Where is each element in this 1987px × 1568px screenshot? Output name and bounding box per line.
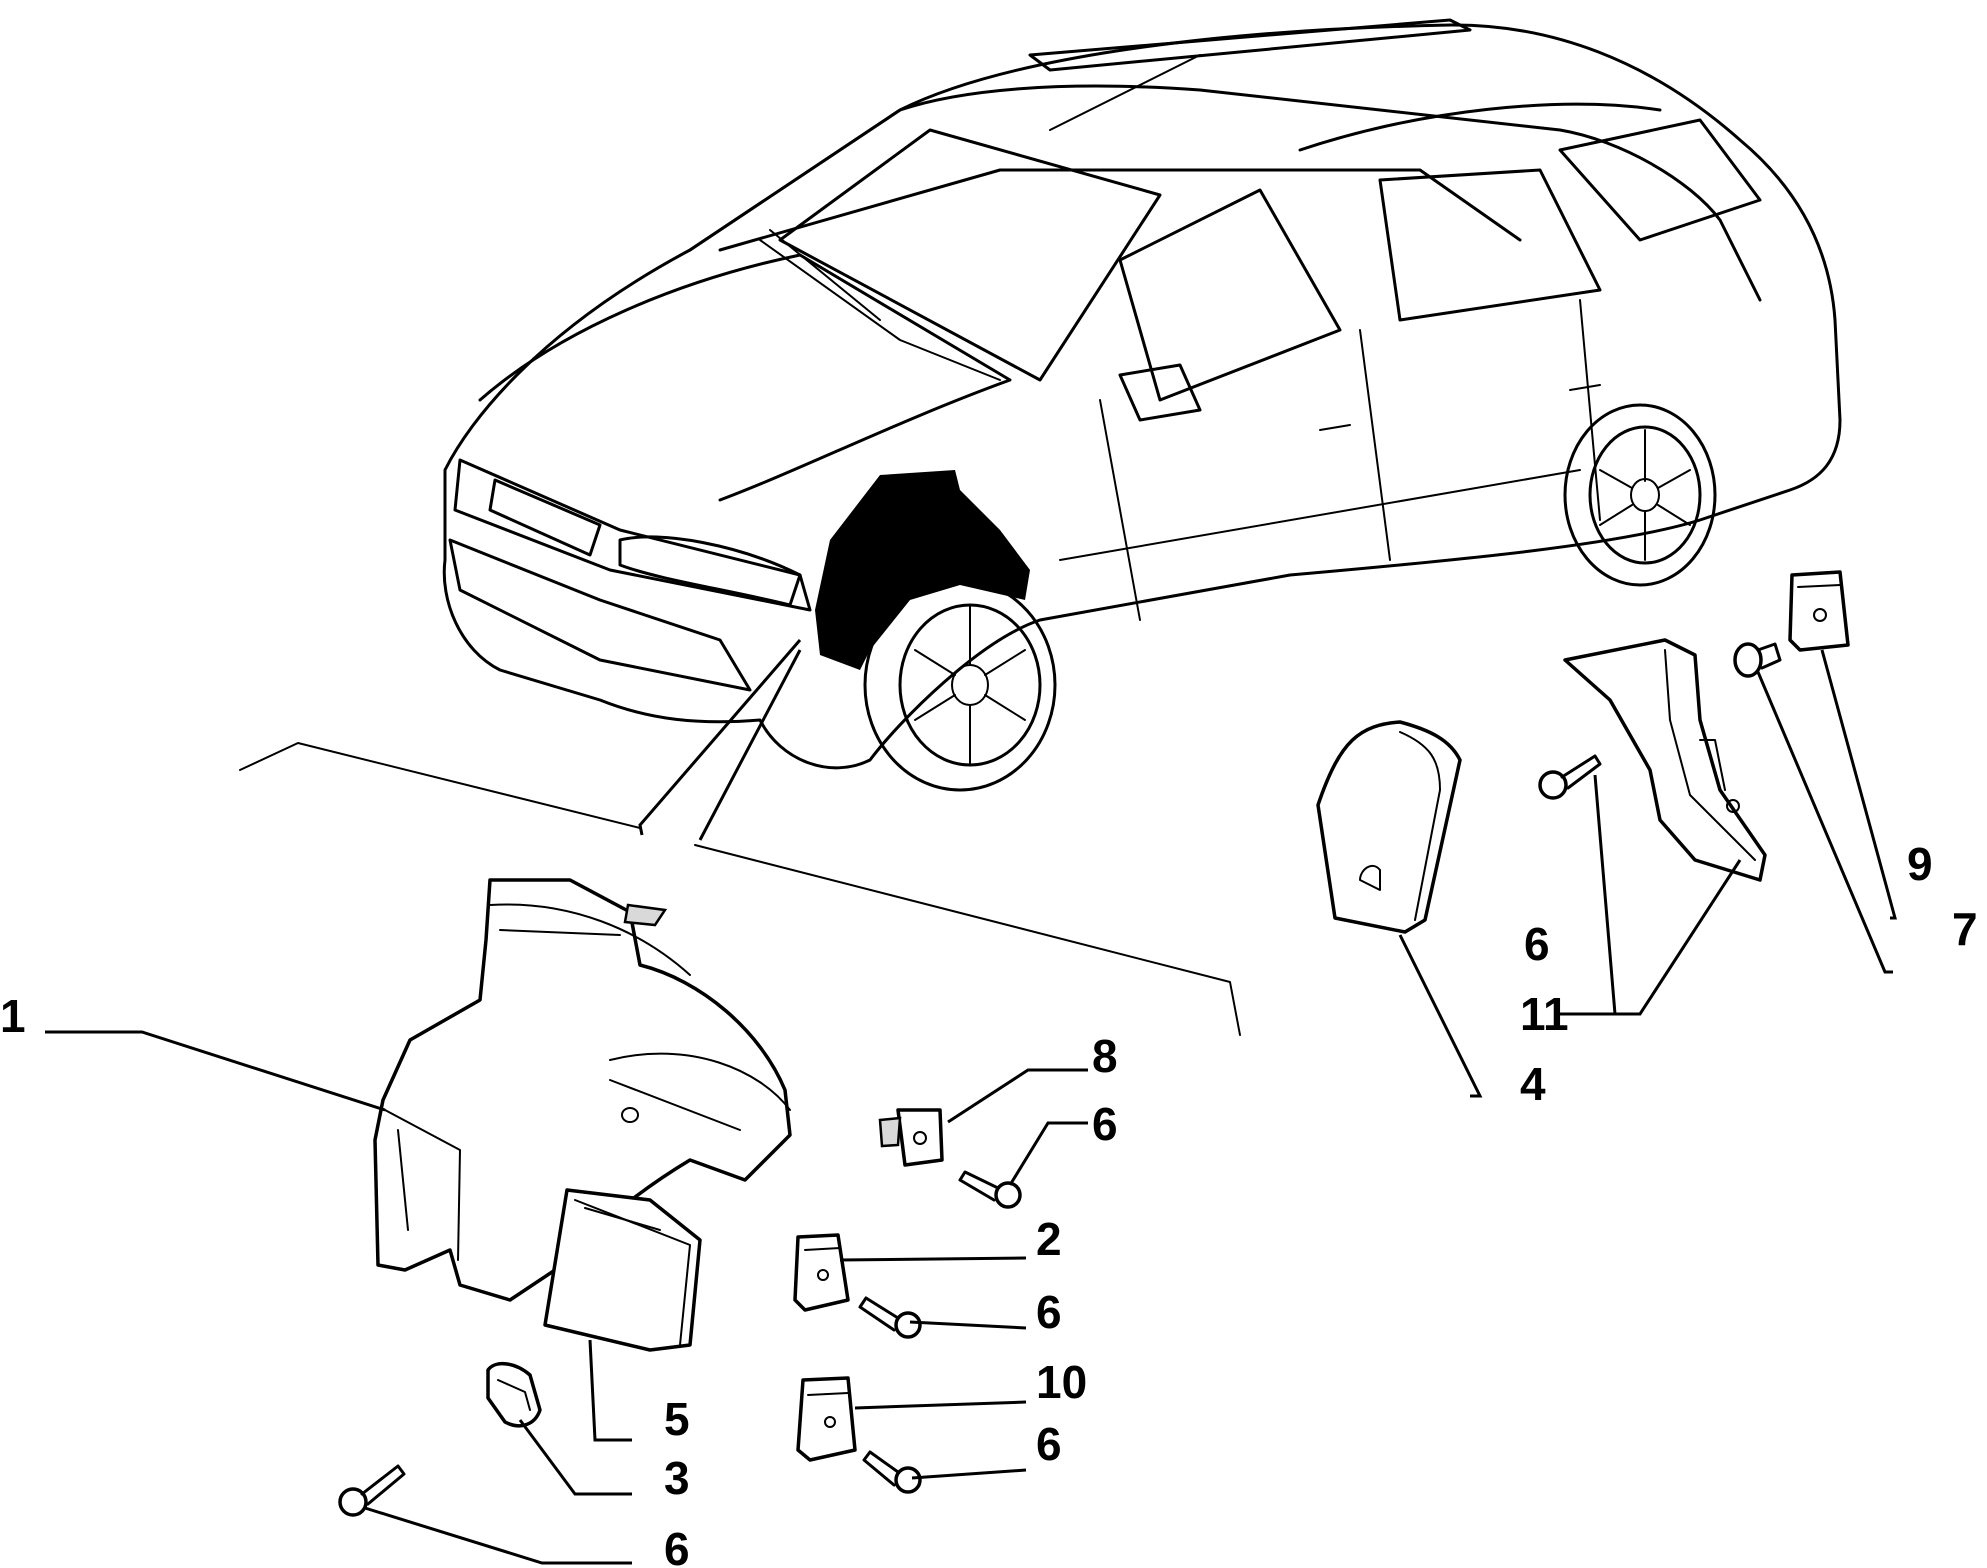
wheel-arch-highlight <box>815 470 1030 670</box>
part-2-pad <box>793 1233 850 1312</box>
callout-11: 11 <box>1520 988 1569 1040</box>
callout-6d: 6 <box>664 1523 690 1568</box>
callout-9: 10 <box>1036 1356 1087 1408</box>
part-11-splash-guard <box>1563 638 1767 882</box>
part-7-clip-nut <box>878 1108 944 1167</box>
callout-6b: 6 <box>1036 1286 1062 1338</box>
screw-6b <box>858 1296 922 1339</box>
screw-6a <box>958 1170 1022 1209</box>
callout-6a: 6 <box>1092 1098 1118 1150</box>
callout-3: 3 <box>664 1452 690 1504</box>
car-illustration <box>442 18 1842 841</box>
part-3-clip <box>486 1362 542 1428</box>
callout-2: 2 <box>1036 1213 1062 1265</box>
part-5-liner-section <box>543 1188 702 1352</box>
part-9-pad <box>796 1376 857 1462</box>
callout-4: 4 <box>1520 1058 1546 1110</box>
callout-1: 1 <box>0 990 26 1042</box>
part-4-rear-liner <box>1316 720 1462 934</box>
callout-5: 5 <box>664 1393 690 1445</box>
callout-7: 8 <box>1092 1030 1118 1082</box>
callout-6e: 6 <box>1524 918 1550 970</box>
part-10-retainer <box>1788 570 1850 652</box>
screw-6e <box>1538 754 1602 800</box>
callout-8: 7 <box>1952 903 1978 955</box>
part-8-fastener <box>1733 642 1782 678</box>
screw-6d <box>338 1464 406 1517</box>
explode-frame-lines <box>239 742 1241 1036</box>
callout-labels: 1 8 6 2 6 10 6 5 3 6 4 6 11 9 7 <box>0 838 1978 1568</box>
callout-10: 9 <box>1907 838 1933 890</box>
part-1-front-liner <box>373 878 792 1302</box>
callout-6c: 6 <box>1036 1418 1062 1470</box>
screw-6c <box>862 1450 922 1494</box>
leader-lines <box>45 649 1897 1565</box>
